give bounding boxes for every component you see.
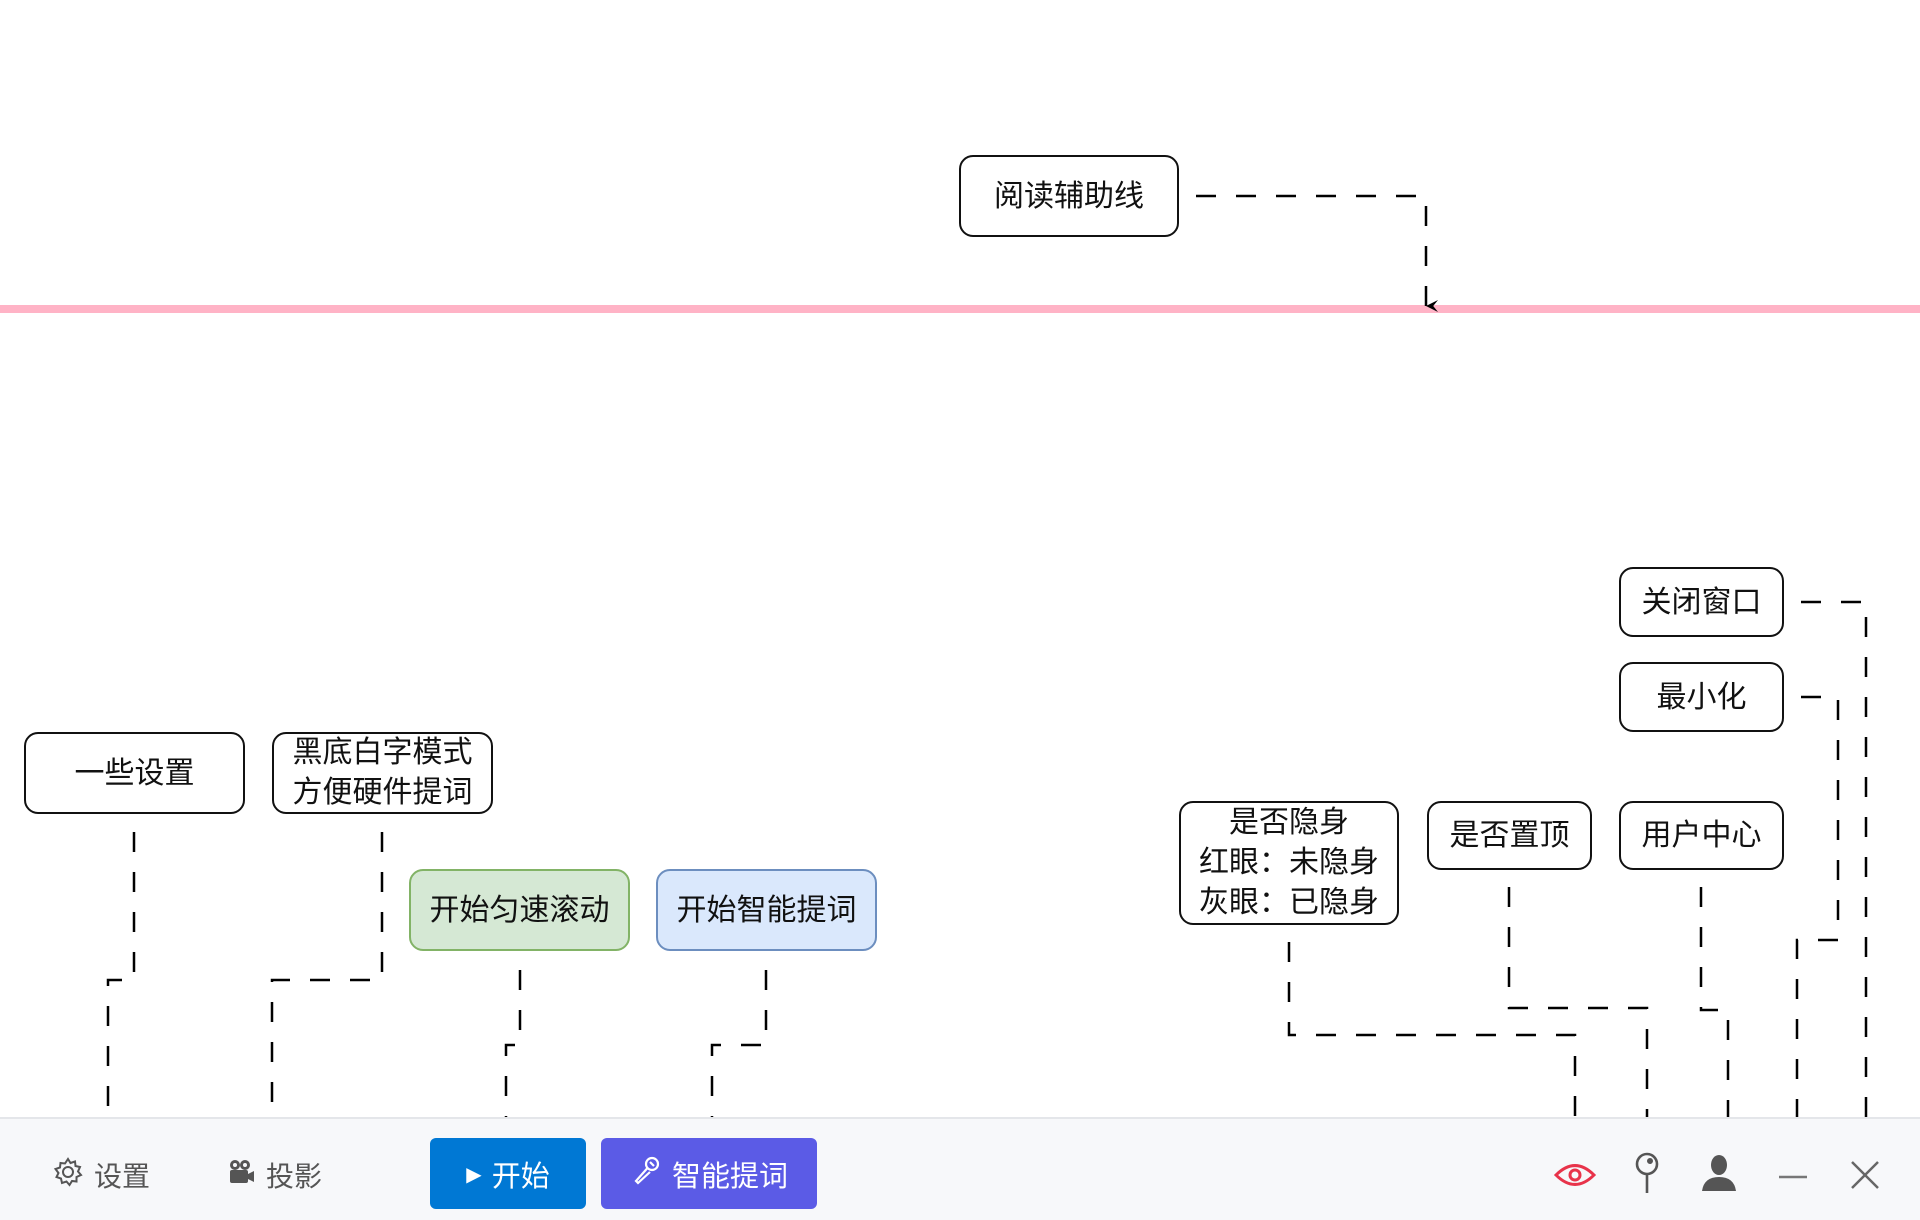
projection-label: 投影 <box>266 1160 323 1193</box>
minimize-icon <box>1779 1175 1807 1179</box>
microphone-icon <box>630 1154 662 1193</box>
callout-minimize: 最小化 <box>1619 662 1784 732</box>
pin-top-toggle[interactable] <box>1625 1151 1669 1195</box>
stealth-toggle[interactable] <box>1553 1153 1597 1197</box>
connector-projection <box>270 832 384 1146</box>
bottom-toolbar: 设置 投影 ▶ 开始 智能提词 <box>0 1117 1920 1220</box>
connector-stealth <box>1287 942 1587 1152</box>
callout-reading-guide: 阅读辅助线 <box>959 155 1179 237</box>
minimize-button[interactable] <box>1771 1153 1815 1197</box>
user-icon <box>1702 1155 1736 1191</box>
callout-projection: 黑底白字模式 方便硬件提词 <box>272 732 493 814</box>
callout-stealth: 是否隐身 红眼：未隐身 灰眼：已隐身 <box>1179 801 1399 925</box>
callout-pin-top: 是否置顶 <box>1427 801 1592 870</box>
smart-prompt-button[interactable]: 智能提词 <box>601 1138 817 1209</box>
play-icon: ▶ <box>466 1161 482 1186</box>
connector-close <box>1801 600 1878 1152</box>
connector-reading-guide <box>1196 194 1438 312</box>
connector-settings <box>106 832 136 1146</box>
callout-start-scroll: 开始匀速滚动 <box>409 869 630 951</box>
start-label: 开始 <box>491 1158 550 1193</box>
close-button[interactable] <box>1843 1153 1887 1197</box>
eye-icon <box>1554 1164 1596 1186</box>
gear-icon <box>52 1156 84 1195</box>
settings-button[interactable]: 设置 <box>52 1155 150 1195</box>
close-icon <box>1851 1161 1879 1189</box>
smart-prompt-label: 智能提词 <box>671 1158 788 1193</box>
callout-settings: 一些设置 <box>24 732 245 814</box>
callout-user-center: 用户中心 <box>1619 801 1784 870</box>
start-button[interactable]: ▶ 开始 <box>430 1138 586 1209</box>
connector-start <box>504 970 522 1140</box>
connector-user <box>1699 887 1740 1152</box>
callout-start-smart: 开始智能提词 <box>656 869 877 951</box>
pin-icon <box>1635 1152 1659 1193</box>
settings-label: 设置 <box>94 1160 151 1193</box>
user-center-button[interactable] <box>1697 1151 1741 1195</box>
connector-pin <box>1507 887 1659 1152</box>
callout-close-window: 关闭窗口 <box>1619 567 1784 637</box>
reading-guide-line[interactable] <box>0 305 1920 313</box>
movie-camera-icon <box>226 1157 256 1194</box>
projection-button[interactable]: 投影 <box>226 1155 322 1195</box>
connector-minimize <box>1795 695 1840 1152</box>
connector-smart <box>710 970 768 1140</box>
